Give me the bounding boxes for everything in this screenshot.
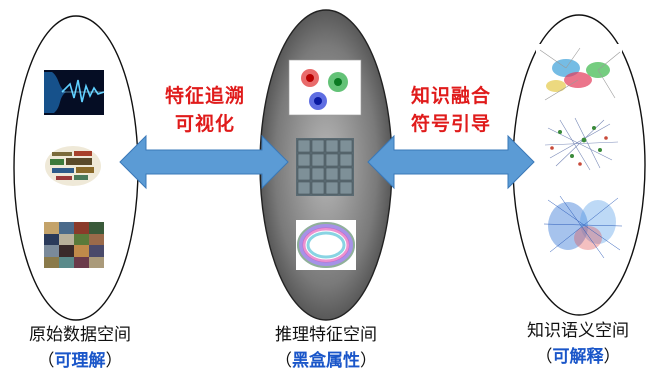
point-cloud-thumbnail — [296, 220, 356, 270]
inference-feature-space-caption: 推理特征空间 （黑盒属性） — [256, 322, 396, 374]
inference-feature-space-open-paren: （ — [275, 351, 292, 371]
word-cloud-thumbnail — [44, 145, 102, 187]
raw-data-space-title: 原始数据空间 — [29, 325, 131, 345]
right-arrow-label-line1: 知识融合 — [410, 85, 491, 107]
image-collage-thumbnail — [44, 222, 104, 268]
knowledge-semantic-space-title: 知识语义空间 — [527, 321, 629, 341]
scatter-cluster-thumbnail — [288, 59, 362, 116]
left-arrow-label: 特征追溯 可视化 — [150, 82, 260, 138]
knowledge-semantic-space-close-paren: ） — [603, 347, 621, 367]
left-double-arrow — [119, 134, 289, 190]
raw-data-space-open-paren: （ — [37, 351, 55, 371]
inference-feature-space-property-line: （黑盒属性） — [256, 348, 396, 374]
feature-map-grid-thumbnail — [296, 138, 354, 196]
knowledge-semantic-space-property-line: （可解释） — [506, 344, 650, 370]
knowledge-graph-thumbnail — [536, 44, 622, 106]
raw-data-space-close-paren: ） — [105, 351, 123, 371]
knowledge-semantic-space-property: 可解释 — [552, 347, 604, 367]
network-graph-thumbnail — [540, 114, 620, 174]
inference-feature-space-property: 黑盒属性 — [292, 351, 360, 371]
left-arrow-label-line1: 特征追溯 — [164, 85, 245, 107]
raw-data-space-property: 可理解 — [54, 351, 106, 371]
raw-data-space-property-line: （可理解） — [10, 348, 150, 374]
right-arrow-label-line2: 符号引导 — [410, 113, 491, 135]
inference-feature-space-title: 推理特征空间 — [275, 325, 377, 345]
inference-feature-space-close-paren: ） — [360, 351, 377, 371]
raw-data-space-caption: 原始数据空间 （可理解） — [10, 322, 150, 374]
right-arrow-label: 知识融合 符号引导 — [396, 82, 506, 138]
right-double-arrow — [367, 134, 535, 190]
knowledge-semantic-space-caption: 知识语义空间 （可解释） — [506, 318, 650, 370]
sound-wave-thumbnail — [44, 70, 105, 115]
knowledge-semantic-space-open-paren: （ — [535, 347, 553, 367]
left-arrow-label-line2: 可视化 — [174, 113, 235, 135]
dense-graph-thumbnail — [540, 190, 624, 262]
